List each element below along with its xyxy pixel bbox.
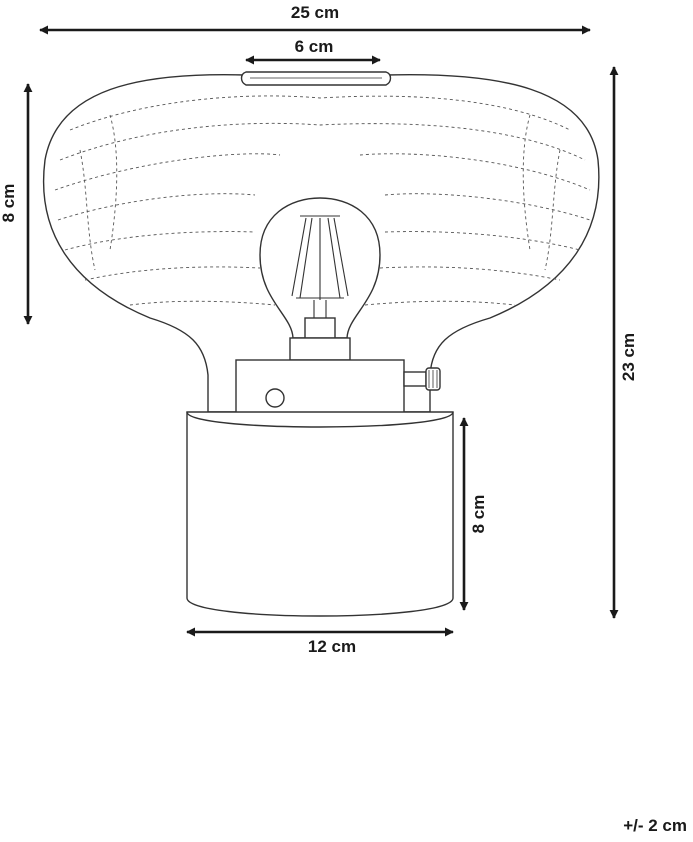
lamp-base — [186, 411, 454, 617]
side-screw — [403, 371, 427, 387]
shade-height-label: 8 cm — [0, 184, 18, 223]
switch-knob — [265, 388, 285, 408]
bulb-neck — [304, 317, 336, 339]
overall-height-label: 23 cm — [619, 333, 638, 381]
tolerance-note: +/- 2 cm — [623, 816, 687, 835]
overall-width-label: 25 cm — [291, 3, 339, 22]
bulb-socket — [289, 337, 351, 361]
top-opening-label: 6 cm — [295, 37, 334, 56]
top-opening — [240, 71, 392, 86]
lamp-illustration — [43, 71, 600, 617]
dimension-lines — [23, 25, 619, 637]
glass-texture — [54, 95, 591, 306]
base-height-label: 8 cm — [469, 495, 488, 534]
bulb-filament — [291, 215, 349, 318]
base-width-label: 12 cm — [308, 637, 356, 656]
